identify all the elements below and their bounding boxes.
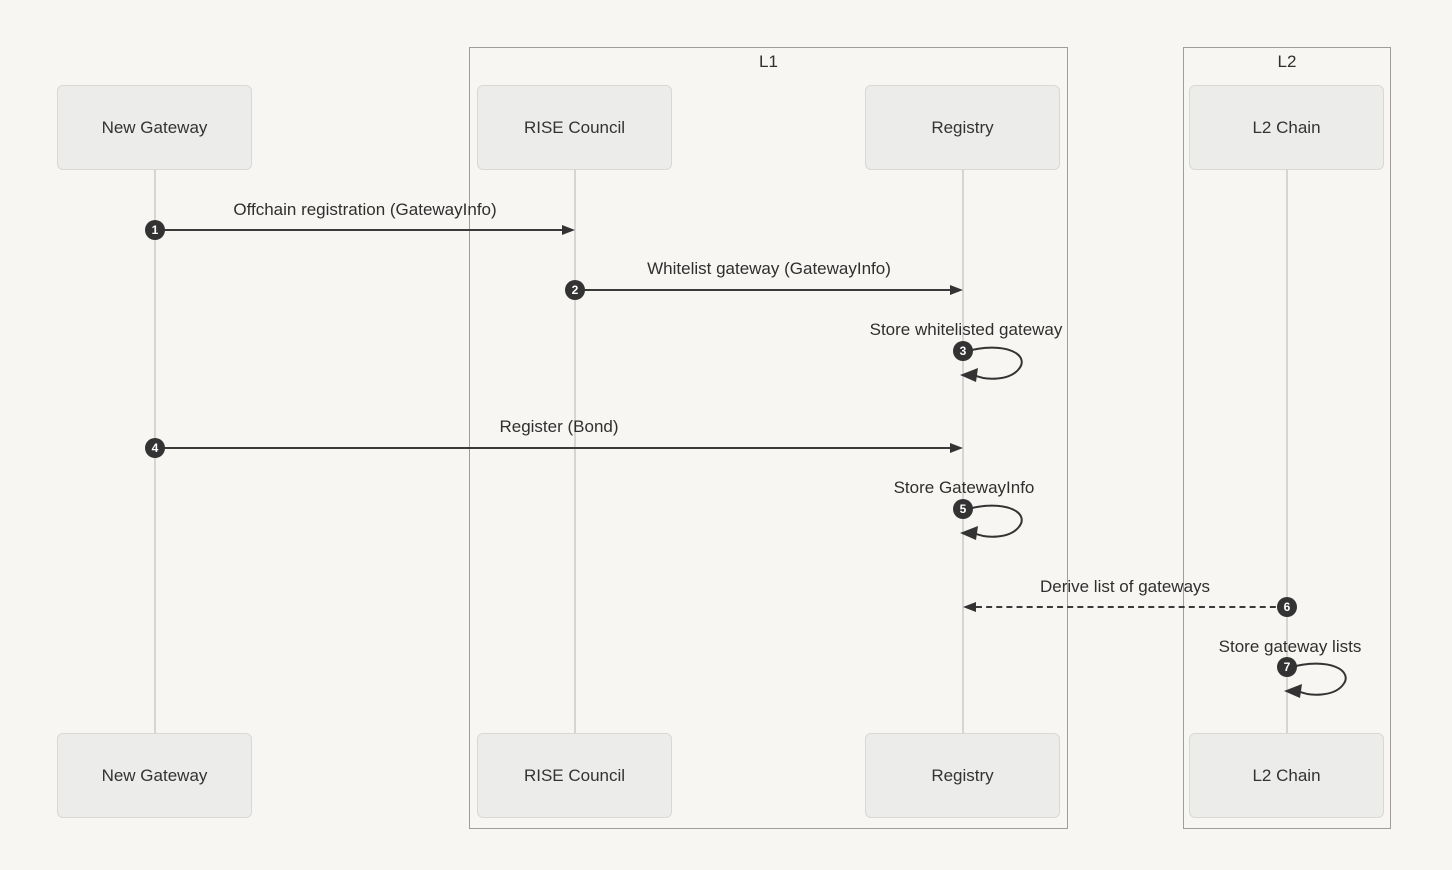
message-7-number-badge: 7 (1277, 657, 1297, 677)
arrowhead-right-icon (950, 285, 963, 295)
actor-registry-top: Registry (865, 85, 1060, 170)
actor-label: Registry (931, 117, 994, 137)
message-6-number-badge: 6 (1277, 597, 1297, 617)
message-5-self-loop-arrow (960, 504, 1023, 540)
arrowhead-right-icon (562, 225, 575, 235)
message-2-number-badge: 2 (565, 280, 585, 300)
message-3-number-badge: 3 (953, 341, 973, 361)
actor-l2-chain-bottom: L2 Chain (1189, 733, 1384, 818)
message-6-arrow (976, 606, 1286, 608)
group-l1-label: L1 (759, 52, 778, 71)
message-5-number-badge: 5 (953, 499, 973, 519)
message-2-label: Whitelist gateway (GatewayInfo) (647, 259, 891, 278)
actor-label: RISE Council (523, 117, 626, 137)
lifeline-l2-chain (1286, 170, 1288, 733)
actor-label: New Gateway (101, 765, 208, 785)
actor-rise-council-top: RISE Council (477, 85, 672, 170)
message-3-label: Store whitelisted gateway (869, 320, 1063, 339)
group-l2: L2 (1183, 47, 1391, 829)
actor-l2-chain-top: L2 Chain (1189, 85, 1384, 170)
message-4-label: Register (Bond) (499, 417, 619, 436)
message-5-label: Store GatewayInfo (893, 478, 1035, 497)
message-3-self-loop-arrow (960, 346, 1023, 382)
actor-new-gateway-bottom: New Gateway (57, 733, 252, 818)
actor-registry-bottom: Registry (865, 733, 1060, 818)
actor-rise-council-bottom: RISE Council (477, 733, 672, 818)
message-1-number-badge: 1 (145, 220, 165, 240)
actor-label: New Gateway (101, 117, 208, 137)
arrowhead-left-icon (963, 602, 976, 612)
message-2-arrow (575, 289, 950, 291)
lifeline-rise-council (574, 170, 576, 733)
actor-label: L2 Chain (1252, 765, 1321, 785)
message-7-label: Store gateway lists (1218, 637, 1362, 656)
arrowhead-left-icon (1284, 684, 1302, 698)
message-4-number-badge: 4 (145, 438, 165, 458)
message-7-self-loop-arrow (1284, 662, 1347, 698)
lifeline-registry (962, 170, 964, 733)
actor-label: Registry (931, 765, 994, 785)
message-1-arrow (155, 229, 562, 231)
arrowhead-right-icon (950, 443, 963, 453)
actor-label: RISE Council (523, 765, 626, 785)
arrowhead-left-icon (960, 368, 978, 382)
arrowhead-left-icon (960, 526, 978, 540)
message-4-arrow (155, 447, 950, 449)
actor-label: L2 Chain (1252, 117, 1321, 137)
group-l2-label: L2 (1277, 52, 1297, 71)
actor-new-gateway-top: New Gateway (57, 85, 252, 170)
message-6-label: Derive list of gateways (1039, 577, 1211, 596)
message-1-label: Offchain registration (GatewayInfo) (233, 200, 497, 219)
group-l1: L1 (469, 47, 1068, 829)
